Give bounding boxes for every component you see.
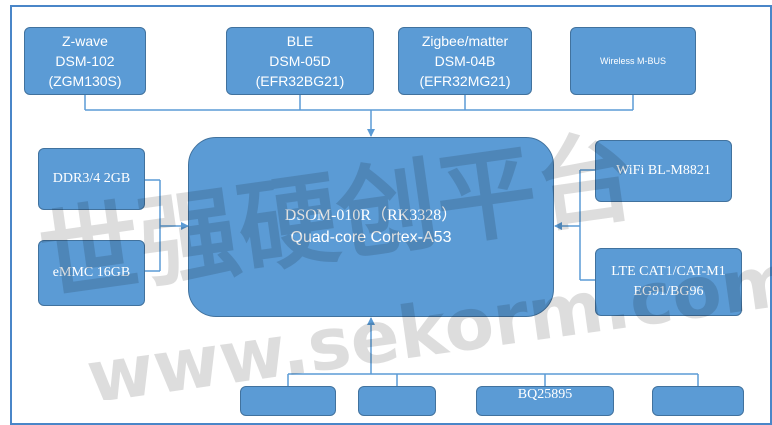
wireless-mbus-box: Wireless M-BUS [570,27,696,95]
lte-module-chips: EG91/BG96 [633,284,704,299]
bottom-module-box-1 [240,386,336,416]
cpu-core-label: Quad-core Cortex-A53 [290,229,452,246]
wireless-mbus-label: Wireless M-BUS [599,56,666,66]
cpu-module-box: DSOM-010R（RK3328） Quad-core Cortex-A53 [188,137,554,317]
connector-lines [84,95,699,386]
zigbee-module-box: Zigbee/matter DSM-04B (EFR32MG21) [398,27,532,95]
charger-module-label: BQ25895 [517,387,573,402]
ble-module-chip: (EFR32BG21) [255,73,345,89]
ble-module-box: BLE DSM-05D (EFR32BG21) [226,27,374,95]
cpu-module-name: DSOM-010R（RK3328） [284,207,458,224]
bottom-module-box-2 [358,386,436,416]
emmc-storage-box: eMMC 16GB [38,240,145,306]
bottom-module-box-4 [652,386,744,416]
ddr-memory-label: DDR3/4 2GB [52,171,131,186]
ble-module-part: DSM-05D [269,53,331,69]
ddr-memory-box: DDR3/4 2GB [38,148,145,210]
top-connectors [84,95,634,137]
ble-module-title: BLE [286,33,314,49]
zigbee-module-title: Zigbee/matter [421,33,509,49]
zigbee-module-part: DSM-04B [434,53,496,69]
emmc-storage-label: eMMC 16GB [52,265,131,280]
left-connectors [145,179,189,272]
zwave-module-part: DSM-102 [55,53,115,69]
lte-module-label: LTE CAT1/CAT-M1 [611,264,726,279]
zwave-module-box: Z-wave DSM-102 (ZGM130S) [24,27,146,95]
zwave-module-title: Z-wave [62,33,108,49]
lte-module-box: LTE CAT1/CAT-M1 EG91/BG96 [595,248,742,316]
wifi-module-label: WiFi BL-M8821 [616,163,711,178]
zwave-module-chip: (ZGM130S) [48,73,122,89]
bottom-connectors [287,317,699,386]
zigbee-module-chip: (EFR32MG21) [419,73,511,89]
charger-module-box: BQ25895 [476,386,614,416]
wifi-module-box: WiFi BL-M8821 [595,140,732,202]
right-connectors [554,169,595,281]
